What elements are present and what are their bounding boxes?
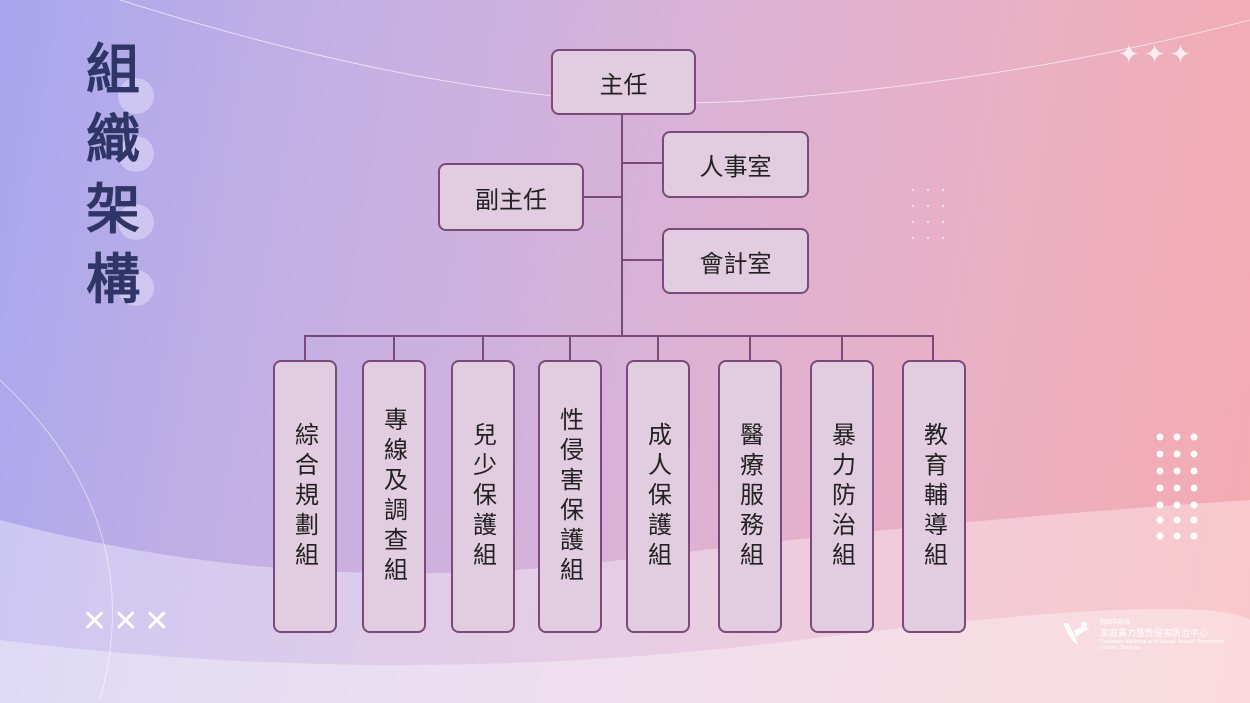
decor-circle <box>118 270 154 306</box>
connector-line <box>657 336 659 361</box>
connector-line <box>621 114 623 337</box>
dot-grid-icon <box>911 188 945 240</box>
dot-grid-icon <box>1156 433 1198 540</box>
title-char: 組 <box>86 38 140 101</box>
node-deputy: 副主任 <box>438 163 584 231</box>
connector-line <box>749 336 751 361</box>
node-personnel: 人事室 <box>662 131 809 198</box>
connector-line <box>623 162 662 164</box>
decor-circle <box>118 78 154 114</box>
connector-line <box>393 336 395 361</box>
node-division: 教育輔導組 <box>902 360 966 633</box>
connector-line <box>304 336 306 361</box>
title-char: 構 <box>86 248 140 311</box>
connector-line <box>482 336 484 361</box>
connector-bus <box>304 335 934 337</box>
title-char: 架 <box>86 178 140 241</box>
node-division: 綜合規劃組 <box>273 360 337 633</box>
connector-line <box>932 336 934 361</box>
page-title: 組 織 架 構 <box>86 38 146 312</box>
node-division: 兒少保護組 <box>451 360 515 633</box>
connector-line <box>841 336 843 361</box>
node-division: 暴力防治組 <box>810 360 874 633</box>
node-director: 主任 <box>551 49 696 115</box>
decor-circle <box>118 204 154 240</box>
decor-circle <box>118 136 154 172</box>
connector-line <box>623 259 662 261</box>
connector-line <box>569 336 571 361</box>
title-char: 織 <box>86 108 140 171</box>
node-division: 醫療服務組 <box>718 360 782 633</box>
connector-line <box>583 196 621 198</box>
node-division: 專線及調查組 <box>362 360 426 633</box>
stars-icon: ✦✦✦ <box>1118 40 1196 70</box>
node-accounting: 會計室 <box>662 228 809 294</box>
node-division: 成人保護組 <box>626 360 690 633</box>
logo-bird-icon <box>1063 622 1090 645</box>
node-division: 性侵害保護組 <box>538 360 602 633</box>
crosses-icon: ✕✕✕ <box>82 604 176 639</box>
